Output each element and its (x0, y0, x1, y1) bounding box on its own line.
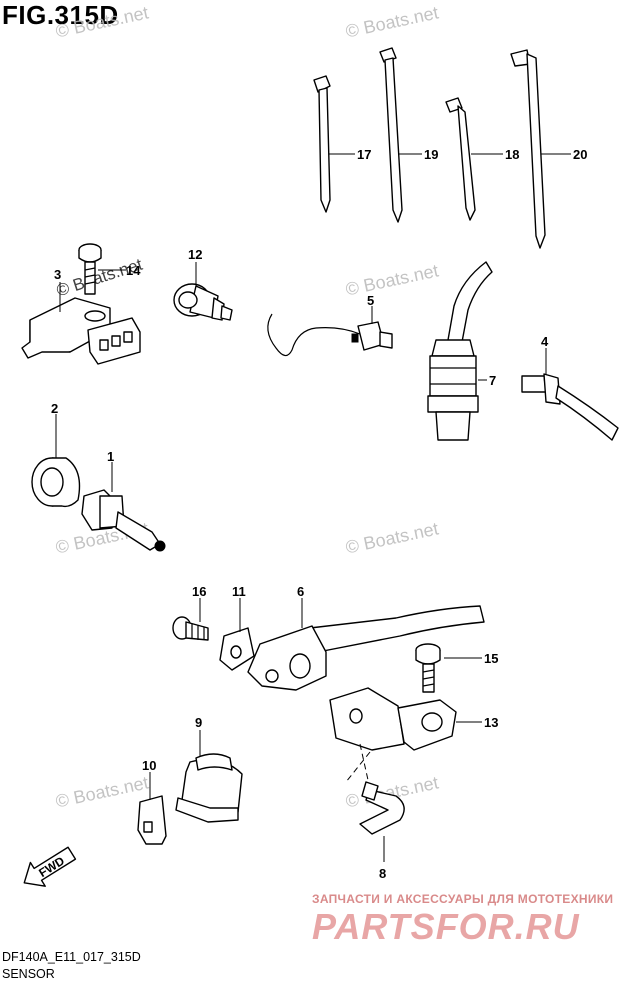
callout-20[interactable]: 20 (573, 147, 587, 162)
fwd-arrow-icon: FWD (23, 846, 77, 887)
callout-5[interactable]: 5 (367, 293, 374, 308)
callout-18[interactable]: 18 (505, 147, 519, 162)
assembly-dashed-line (345, 751, 371, 783)
callout-7[interactable]: 7 (489, 373, 496, 388)
callout-19[interactable]: 19 (424, 147, 438, 162)
callout-13[interactable]: 13 (484, 715, 498, 730)
callout-4[interactable]: 4 (541, 334, 549, 349)
callout-6[interactable]: 6 (297, 584, 304, 599)
cable-tie-18[interactable] (445, 97, 476, 221)
callout-14[interactable]: 14 (126, 263, 141, 278)
grommet-2[interactable] (31, 457, 81, 508)
assembly-dashed-line (359, 743, 369, 781)
partsfor-tagline: ЗАПЧАСТИ И АКСЕССУАРЫ ДЛЯ МОТОТЕХНИКИ (312, 892, 614, 906)
callout-2[interactable]: 2 (51, 401, 58, 416)
callout-12[interactable]: 12 (188, 247, 202, 262)
oxygen-sensor-7[interactable] (427, 261, 493, 441)
temperature-sensor-4[interactable] (521, 373, 619, 441)
callout-3[interactable]: 3 (54, 267, 61, 282)
figure-code: DF140A_E11_017_315D (2, 950, 141, 964)
map-sensor-3[interactable] (21, 297, 141, 365)
callout-9[interactable]: 9 (195, 715, 202, 730)
figure-name: SENSOR (2, 967, 55, 981)
cable-tie-20[interactable] (510, 49, 546, 249)
callout-16[interactable]: 16 (192, 584, 206, 599)
callout-8[interactable]: 8 (379, 866, 386, 881)
callout-15[interactable]: 15 (484, 651, 498, 666)
callout-17[interactable]: 17 (357, 147, 371, 162)
bolt-14[interactable] (78, 243, 102, 295)
thermo-sensor-1[interactable] (81, 489, 166, 552)
callout-11[interactable]: 11 (232, 584, 246, 599)
bolt-15[interactable] (415, 643, 441, 693)
callout-1[interactable]: 1 (107, 449, 114, 464)
cable-tie-17[interactable] (313, 75, 331, 213)
cap-10[interactable] (137, 795, 167, 845)
clamp-9[interactable] (175, 753, 243, 823)
knock-sensor-5[interactable] (267, 313, 393, 357)
crank-position-sensor-6[interactable] (247, 605, 485, 691)
cable-tie-19[interactable] (379, 47, 403, 223)
bracket-11[interactable] (219, 627, 255, 671)
partsfor-logo[interactable]: PARTSFOR.RU (312, 906, 580, 947)
clip-8[interactable] (359, 781, 405, 835)
figure-title: FIG.315D (2, 0, 119, 30)
bracket-13[interactable] (329, 687, 457, 751)
bolt-16[interactable] (172, 616, 209, 641)
callout-10[interactable]: 10 (142, 758, 156, 773)
pressure-switch-12[interactable] (173, 283, 233, 321)
